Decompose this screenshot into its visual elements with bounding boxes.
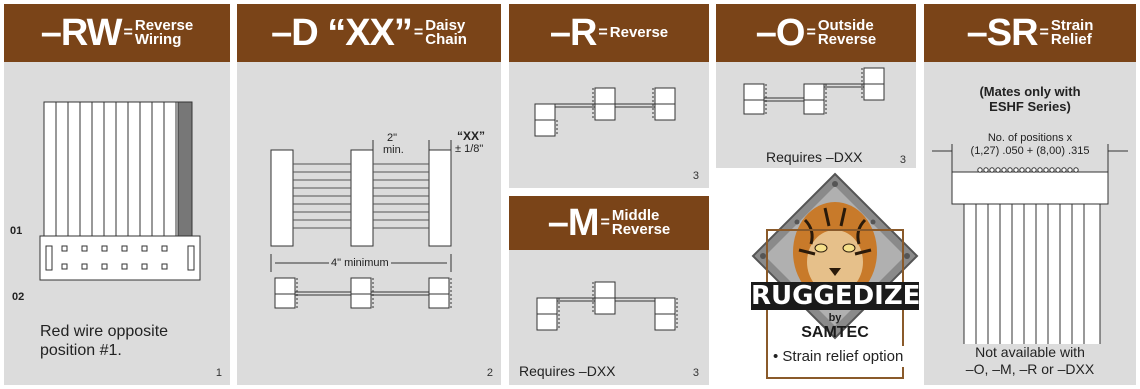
note-line-1: Red wire opposite	[40, 323, 169, 340]
strain-relief-diagram	[932, 144, 1128, 357]
equals-sign: =	[1039, 24, 1049, 41]
outside-reverse-diagram	[743, 67, 885, 115]
dimension-xx: “XX”	[457, 129, 486, 143]
badge-word: RUGGEDIZED	[751, 281, 943, 311]
page-number: 3	[899, 154, 906, 166]
dimension-2in: 2"	[387, 132, 398, 144]
tiger-logo-icon	[751, 172, 919, 379]
requires-note: Requires –DXX	[519, 363, 616, 379]
option-code: –RW	[40, 12, 123, 54]
reverse-diagram	[534, 87, 676, 137]
equals-sign: =	[600, 214, 610, 231]
strain-relief-option-note: • Strain relief option	[769, 346, 908, 367]
panel-header: –R = Reverse	[509, 4, 709, 62]
page-number: 2	[486, 367, 493, 379]
option-code: –R	[549, 12, 598, 54]
option-code: –M	[547, 202, 600, 244]
dimension-min: min.	[383, 144, 404, 156]
page-number: 3	[692, 170, 699, 182]
not-available-line-2: –O, –M, –R or –DXX	[965, 361, 1095, 377]
page-number: 1	[215, 367, 222, 379]
middle-reverse-diagram	[536, 281, 678, 331]
requires-note: Requires –DXX	[766, 149, 863, 165]
dimension-label-2: (1,27) .050 + (8,00) .315	[970, 145, 1090, 157]
dimension-tolerance: ± 1/8"	[455, 143, 484, 155]
daisy-chain-diagram	[270, 140, 452, 309]
option-code: –O	[755, 12, 806, 54]
option-title: Reverse	[609, 24, 669, 41]
dimension-4in: 4" minimum	[329, 257, 391, 269]
badge-brand: SAMTEC	[801, 324, 869, 341]
pin-label-02: 02	[12, 291, 25, 303]
option-code: –D “XX”	[271, 12, 413, 54]
mates-note-line-2: ESHF Series)	[989, 99, 1071, 114]
page-number: 3	[692, 367, 699, 379]
panel-reverse: –R = Reverse 3	[509, 4, 709, 188]
equals-sign: =	[123, 24, 133, 41]
ruggedized-badge: RUGGEDIZED by SAMTEC • Strain relief opt…	[745, 170, 943, 385]
pin-label-01: 01	[10, 225, 23, 237]
badge-by: by	[828, 312, 842, 324]
option-code: –SR	[966, 12, 1039, 54]
note-line-2: position #1.	[40, 342, 122, 359]
not-available-line-1: Not available with	[924, 344, 1136, 361]
equals-sign: =	[806, 24, 816, 41]
equals-sign: =	[413, 24, 424, 41]
dimension-label-1: No. of positions x	[987, 132, 1073, 144]
equals-sign: =	[598, 24, 608, 41]
mates-note-line-1: (Mates only with	[979, 84, 1081, 99]
reverse-wiring-diagram	[39, 101, 201, 281]
